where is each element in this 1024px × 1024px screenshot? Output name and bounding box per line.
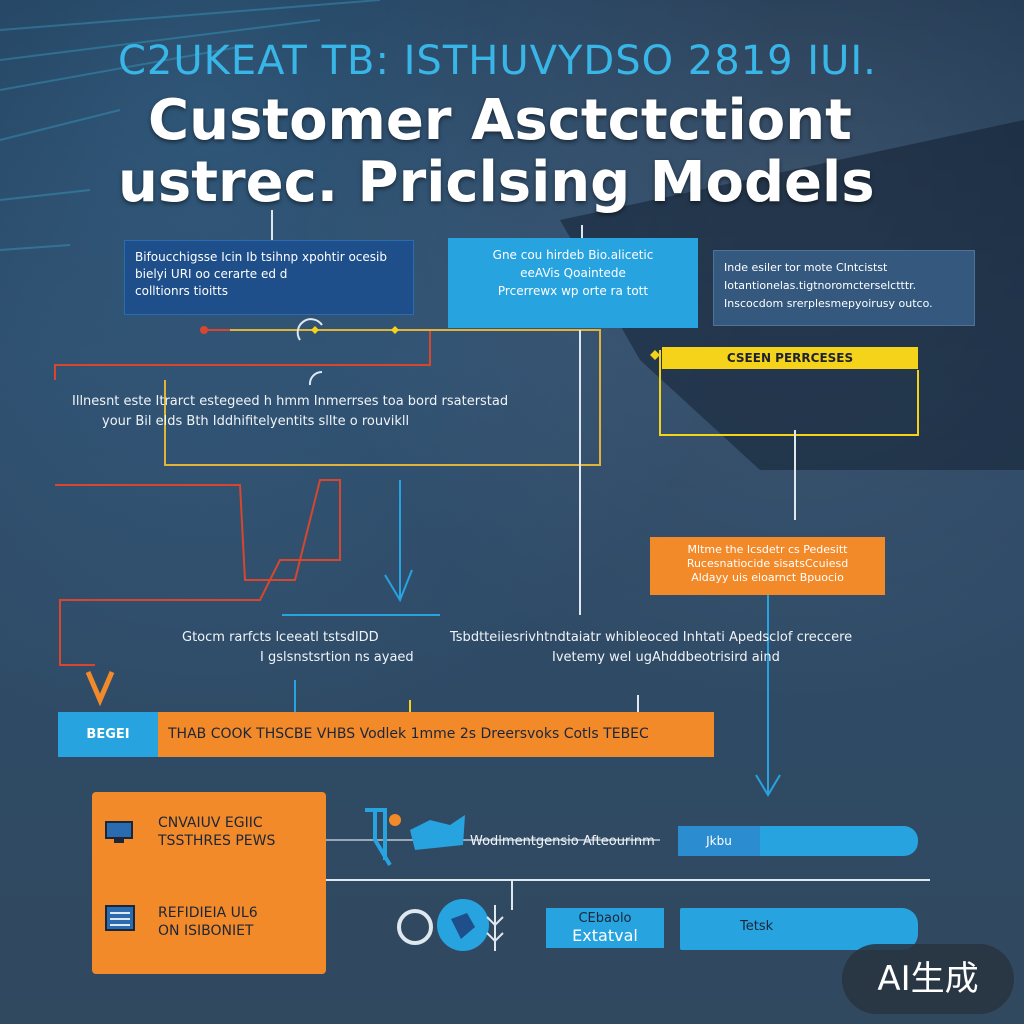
middle-description-line-2: your Bil elds Bth Iddhifitelyentits sllt… [102, 414, 410, 429]
screen-processes-label: CSEEN PERRCESES [662, 347, 918, 369]
bottom-row-2-tag-line-1: CEbaolo [578, 911, 632, 926]
bottom-row-2-tag: CEbaolo Extatval [546, 908, 664, 948]
right-caption-line-2: Ivetemy wel ugAhddbeotrisird aind [552, 650, 780, 665]
node-top-center: Gne cou hirdeb Bio.alicetic eeAVis Qoain… [448, 238, 698, 328]
panel-item-1: CNVAIUV EGIIC TSSTHRES PEWS [158, 814, 275, 850]
panel-item-2: REFIDIEIA UL6 ON ISIBONIET [158, 904, 258, 940]
node-top-right-line-3: Inscocdom srerplesmepyoirusy outco. [724, 297, 933, 310]
bottom-row-2-pill-label: Tetsk [740, 919, 774, 934]
left-caption: Gtocm rarfcts lceeatl tstsdlDD I gslsnst… [182, 628, 442, 668]
panel-item-2-line-2: ON ISIBONIET [158, 923, 254, 939]
node-top-left: Bifoucchigsse Icin Ib tsihnp xpohtir oce… [124, 240, 414, 315]
bottom-row-1-pill: Jkbu [678, 826, 918, 856]
ai-generated-badge: AI生成 [842, 944, 1014, 1014]
node-top-right-line-2: Iotantionelas.tigtnoromcterselctttr. [724, 279, 917, 292]
node-top-right-line-1: Inde esiler tor mote CIntcistst [724, 261, 888, 274]
node-top-right: Inde esiler tor mote CIntcistst Iotantio… [713, 250, 975, 326]
panel-item-2-line-1: REFIDIEIA UL6 [158, 905, 258, 921]
node-top-center-line-3: Prcerrewx wp orte ra tott [497, 284, 649, 298]
node-top-center-line-2: eeAVis Qoaintede [520, 266, 626, 280]
bottom-row-2-pill: Tetsk [680, 908, 918, 950]
header-subtitle: C2UKEAT TB: ISTHUVYDSO 2819 IUI. [118, 38, 877, 84]
server-icon [104, 904, 138, 940]
node-orange-right-line-2: Rucesnatiocide sisatsCcuiesd [686, 557, 849, 570]
panel-item-1-line-1: CNVAIUV EGIIC [158, 815, 263, 831]
timeline-bar: THAB COOK THSCBE VHBS Vodlek 1mme 2s Dre… [158, 712, 714, 757]
bottom-panel: CNVAIUV EGIIC TSSTHRES PEWS REFIDIEIA UL… [92, 792, 326, 974]
bottom-row-1-text: Wodlmentgensio Afteourinm [470, 834, 655, 849]
node-orange-right-line-3: Aldayy uis eioarnct Bpuocio [691, 571, 844, 584]
page-title-line-2: ustrec. Priclsing Models [118, 150, 875, 215]
node-top-left-line-3: colltionrs tioitts [135, 284, 228, 298]
node-orange-right: Mltme the Icsdetr cs Pedesitt Rucesnatio… [650, 537, 885, 595]
right-caption: Tsbdtteiiesrivhtndtaiatr whibleoced Inht… [450, 628, 950, 668]
middle-description-line-1: Illnesnt este Itrarct estegeed h hmm Inm… [72, 394, 509, 409]
node-orange-right-line-1: Mltme the Icsdetr cs Pedesitt [687, 543, 848, 556]
gear-cluster-icon [395, 895, 505, 959]
left-caption-line-1: Gtocm rarfcts lceeatl tstsdlDD [182, 630, 379, 645]
monitor-icon [104, 818, 138, 852]
left-caption-line-2: I gslsnstsrtion ns ayaed [260, 650, 414, 665]
page-title-line-1: Customer Asctctctiont [148, 88, 852, 153]
panel-item-1-line-2: TSSTHRES PEWS [158, 833, 276, 849]
tools-icon [355, 800, 475, 874]
node-top-left-line-2: bielyi URI oo cerarte ed d [135, 267, 288, 281]
bottom-row-2-tag-line-2: Extatval [572, 926, 638, 945]
bar-label: BEGEI [58, 712, 158, 757]
middle-description: Illnesnt este Itrarct estegeed h hmm Inm… [72, 392, 572, 432]
bottom-row-1-tag: Jkbu [678, 826, 760, 856]
node-top-center-line-1: Gne cou hirdeb Bio.alicetic [492, 248, 654, 262]
right-caption-line-1: Tsbdtteiiesrivhtndtaiatr whibleoced Inht… [450, 630, 853, 645]
node-top-left-line-1: Bifoucchigsse Icin Ib tsihnp xpohtir oce… [135, 250, 387, 264]
